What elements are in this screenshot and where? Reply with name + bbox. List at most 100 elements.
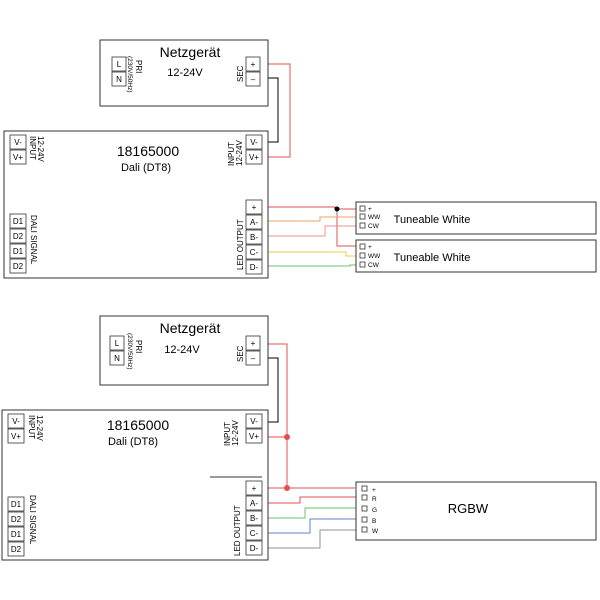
wire-out-b: [262, 518, 358, 534]
wire-out-w: [262, 529, 358, 549]
wire-out-plus-2: [336, 209, 358, 247]
psu-voltage: 12-24V: [164, 344, 200, 356]
bottom-psu: Netzgerät 12-24V L N PRI (230V/50Hz) SEC…: [99, 315, 269, 386]
load-term: WW: [368, 214, 381, 221]
sec-term-minus: –: [251, 354, 256, 363]
junction-dot: [284, 485, 290, 491]
top-load-2: + WW CW Tuneable White: [355, 239, 597, 273]
input-left-label: INPUT: [28, 136, 37, 160]
output-term: C-: [250, 529, 259, 538]
dali-label: DALI SIGNAL: [28, 495, 37, 545]
input-right-label: INPUT: [223, 422, 232, 446]
load-name: Tuneable White: [394, 214, 471, 226]
load-term: +: [368, 206, 372, 213]
load-name: RGBW: [448, 501, 489, 516]
psu-title: Netzgerät: [160, 44, 221, 60]
input-left-label: INPUT: [27, 415, 36, 439]
output-term: B-: [250, 233, 258, 242]
controller-id: 18165000: [107, 417, 170, 433]
pri-term-n: N: [116, 75, 122, 84]
led-output-label: LED OUTPUT: [236, 219, 245, 270]
controller-model: Dali (DT8): [121, 162, 171, 174]
input-left-vminus: V-: [14, 138, 22, 147]
pri-label: PRI: [134, 340, 143, 353]
load-term: B: [372, 518, 376, 525]
pri-label: PRI: [134, 60, 143, 73]
junction-dot: [334, 206, 340, 212]
sec-label: SEC: [236, 345, 245, 362]
top-controller: 18165000 Dali (DT8) V- V+ INPUT 12-24V V…: [3, 130, 269, 279]
input-right-vminus: V-: [250, 138, 258, 147]
output-term: D-: [250, 544, 259, 553]
input-right-label: INPUT: [227, 142, 236, 166]
output-term: D-: [250, 263, 259, 272]
psu-voltage: 12-24V: [167, 67, 203, 79]
dali-label: DALI SIGNAL: [29, 215, 38, 265]
pri-term-l: L: [117, 60, 122, 69]
output-term: A-: [250, 218, 258, 227]
wire-out-c: [262, 251, 358, 257]
input-left-volt: 12-24V: [36, 136, 45, 162]
load-term: G: [372, 507, 377, 514]
top-psu: Netzgerät 12-24V L N PRI (230V/50Hz) SEC…: [99, 39, 269, 107]
output-term: C-: [250, 248, 259, 257]
bottom-wires: [262, 343, 358, 549]
dali-term: D1: [11, 530, 22, 539]
input-right-volt: 12-24V: [231, 420, 240, 446]
input-left-volt: 12-24V: [35, 415, 44, 441]
dali-term: D2: [13, 232, 24, 241]
wire-out-g: [262, 507, 358, 519]
output-term: +: [252, 203, 257, 212]
load-term: WW: [368, 253, 381, 260]
top-load-1: + WW CW Tuneable White: [355, 201, 597, 235]
output-term: +: [252, 484, 257, 493]
load-name: Tuneable White: [394, 252, 471, 264]
input-right-volt: 12-24V: [235, 140, 244, 166]
led-output-label: LED OUTPUT: [233, 505, 242, 556]
psu-title: Netzgerät: [160, 320, 221, 336]
controller-id: 18165000: [117, 143, 180, 159]
controller-model: Dali (DT8): [108, 436, 158, 448]
sec-term-plus: +: [251, 60, 256, 69]
bottom-controller: 18165000 Dali (DT8) V- V+ INPUT 12-24V V…: [1, 409, 269, 561]
sec-term-plus: +: [251, 339, 256, 348]
load-term: R: [372, 496, 377, 503]
dali-term: D2: [13, 262, 24, 271]
output-term: B-: [250, 514, 258, 523]
input-right-vminus: V-: [250, 417, 258, 426]
pri-spec: (230V/50Hz): [126, 333, 133, 370]
dali-term: D1: [11, 500, 22, 509]
top-wires: [262, 63, 358, 267]
input-right-vplus: V+: [249, 153, 259, 162]
wire-psu-plus: [262, 343, 355, 489]
wire-out-plus: [262, 206, 358, 210]
wire-out-d: [262, 264, 358, 267]
load-term: +: [368, 244, 372, 251]
load-term: CW: [368, 262, 380, 269]
input-left-vplus: V+: [13, 153, 23, 162]
input-right-vplus: V+: [249, 432, 259, 441]
pri-spec: (230V/50Hz): [126, 56, 133, 93]
wire-out-a: [262, 216, 358, 222]
load-term: +: [372, 487, 376, 494]
wire-out-b: [262, 225, 358, 237]
pri-term-l: L: [115, 339, 120, 348]
wire-psu-minus: [262, 357, 279, 423]
input-left-vplus: V+: [11, 432, 21, 441]
dali-term: D1: [13, 247, 24, 256]
input-left-vminus: V-: [12, 417, 20, 426]
output-term: A-: [250, 499, 258, 508]
pri-term-n: N: [114, 354, 120, 363]
load-term: W: [372, 528, 379, 535]
sec-label: SEC: [236, 65, 245, 82]
bottom-load-rgbw: + R G B W RGBW: [355, 481, 597, 541]
wire-psu-minus-to-vminus: [262, 77, 279, 143]
dali-term: D2: [11, 545, 22, 554]
junction-dot: [284, 434, 290, 440]
load-term: CW: [368, 223, 380, 230]
dali-term: D2: [11, 515, 22, 524]
wire-psu-plus-to-vplus: [262, 63, 291, 158]
wire-out-r: [262, 496, 358, 504]
dali-term: D1: [13, 217, 24, 226]
